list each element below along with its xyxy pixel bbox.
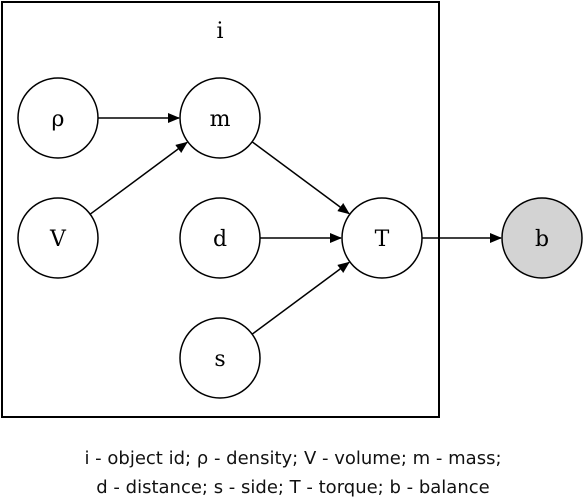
plate-box <box>1 1 440 418</box>
plate-label: i <box>216 19 223 44</box>
node-V-circle <box>17 197 99 279</box>
node-rho: ρ <box>17 77 99 159</box>
edge-V-to-m <box>89 141 188 215</box>
node-s-circle <box>179 317 261 399</box>
node-T: T <box>341 197 423 279</box>
node-b-label: b <box>535 227 549 252</box>
node-V-label: V <box>49 227 67 252</box>
node-d: d <box>179 197 261 279</box>
node-d-label: d <box>213 227 227 252</box>
node-m-circle <box>179 77 261 159</box>
node-V: V <box>17 197 99 279</box>
edges-layer <box>89 113 502 335</box>
node-b-circle <box>501 197 583 279</box>
node-m-label: m <box>210 107 231 132</box>
node-d-circle <box>179 197 261 279</box>
node-T-circle <box>341 197 423 279</box>
node-s-label: s <box>214 347 225 372</box>
node-s: s <box>179 317 261 399</box>
node-b: b <box>501 197 583 279</box>
node-rho-label: ρ <box>52 107 65 132</box>
caption-line-2: d - distance; s - side; T - torque; b - … <box>96 477 490 498</box>
edge-m-to-T <box>251 141 350 215</box>
edge-s-to-T <box>251 261 350 335</box>
node-rho-circle <box>17 77 99 159</box>
node-m: m <box>179 77 261 159</box>
caption-line-1: i - object id; ρ - density; V - volume; … <box>84 448 502 469</box>
node-T-label: T <box>375 227 390 252</box>
